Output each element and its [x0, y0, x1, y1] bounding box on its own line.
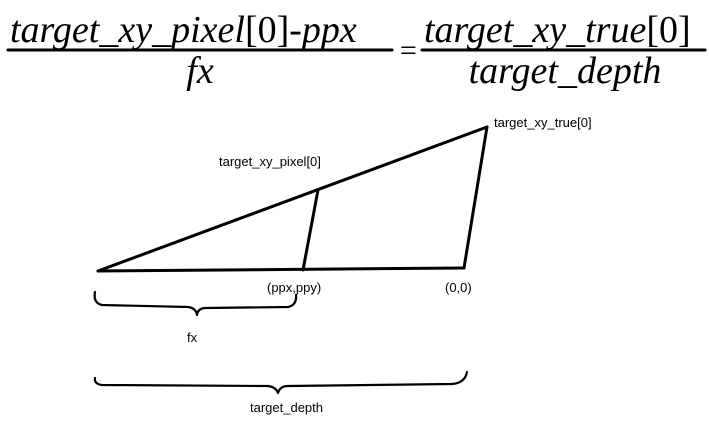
left-denominator: fx	[186, 50, 214, 92]
label-target-xy-pixel: target_xy_pixel[0]	[219, 154, 321, 169]
label-principal-point: (ppx,ppy)	[267, 280, 321, 295]
image-plane-line	[301, 188, 320, 272]
label-target-depth: target_depth	[250, 400, 323, 415]
equation: target_xy_pixel[0]-ppx fx = target_xy_tr…	[6, 9, 707, 92]
label-origin: (0,0)	[445, 280, 472, 295]
brace-target-depth	[93, 370, 469, 395]
label-fx: fx	[187, 330, 198, 345]
right-denominator: target_depth	[469, 50, 662, 92]
label-target-xy-true: target_xy_true[0]	[494, 115, 592, 130]
triangle	[96, 125, 489, 273]
base-line	[96, 266, 466, 273]
brace-fx	[93, 290, 298, 317]
far-side-line	[462, 125, 489, 270]
hypotenuse-line	[96, 125, 489, 273]
right-numerator: target_xy_true[0]	[424, 9, 691, 51]
equals-sign: =	[398, 34, 418, 67]
left-numerator: target_xy_pixel[0]-ppx	[10, 9, 357, 51]
